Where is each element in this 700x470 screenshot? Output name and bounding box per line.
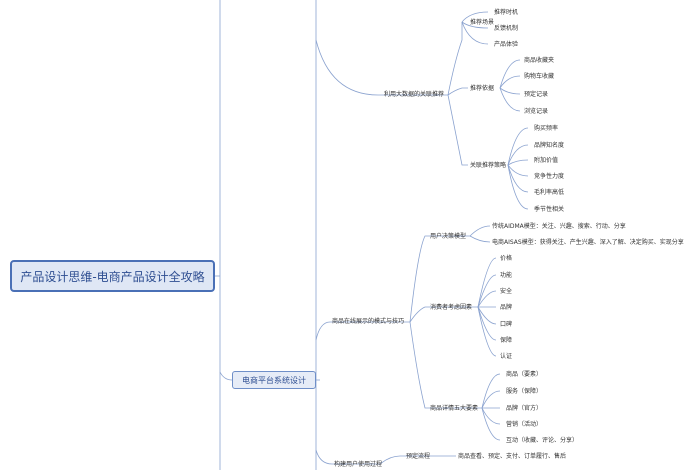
factor-item[interactable]: 品牌 — [500, 304, 513, 311]
rec-scene-title[interactable]: 推荐场景 — [470, 19, 495, 26]
details-title[interactable]: 商品详情五大要素 — [430, 405, 479, 412]
rec-metrics-item[interactable]: 毛利率高低 — [534, 189, 565, 196]
rec-metrics-item[interactable]: 购买频率 — [534, 125, 559, 132]
factor-item[interactable]: 口碑 — [500, 321, 513, 328]
decision-title[interactable]: 用户决策模型 — [430, 233, 467, 240]
flow-sub-title[interactable]: 预定流程 — [406, 453, 431, 460]
level1-node[interactable]: 电商平台系统设计 — [232, 371, 316, 389]
decision-item[interactable]: 电商AISAS模型：获得关注、产生兴趣、深入了解、决定购买、实现分享 — [492, 239, 684, 246]
rec-metrics-item[interactable]: 品牌知名度 — [534, 142, 565, 149]
rec-basis-item[interactable]: 购物车收藏 — [524, 73, 555, 80]
rec-scene-item[interactable]: 反馈机制 — [494, 25, 519, 32]
flow-sub-item[interactable]: 商品查看、预定、支付、订单履行、售后 — [458, 453, 567, 460]
rec-basis-item[interactable]: 浏览记录 — [524, 108, 549, 115]
detail-item[interactable]: 服务（保障） — [506, 388, 543, 395]
root-node[interactable]: 产品设计思维-电商产品设计全攻略 — [10, 260, 215, 292]
detail-item[interactable]: 互动（收藏、评论、分享） — [506, 437, 579, 444]
rec-metrics-title[interactable]: 关联推荐策略 — [470, 162, 507, 169]
factor-item[interactable]: 功能 — [500, 272, 513, 279]
factors-title[interactable]: 消费者考虑因素 — [430, 304, 473, 311]
detail-item[interactable]: 商品（要素） — [506, 371, 543, 378]
flow-branch-title[interactable]: 构建用户使用过程 — [334, 461, 383, 468]
detail-item[interactable]: 营销（活动） — [506, 421, 543, 428]
display-branch-title[interactable]: 商品在线展示的模式与技巧 — [332, 318, 405, 325]
rec-metrics-item[interactable]: 附加价值 — [534, 157, 559, 164]
rec-metrics-item[interactable]: 竞争性力度 — [534, 173, 565, 180]
factor-item[interactable]: 保障 — [500, 337, 513, 344]
rec-scene-item[interactable]: 产品体验 — [494, 41, 519, 48]
rec-branch-title[interactable]: 利用大数据的关联推荐 — [384, 91, 445, 98]
factor-item[interactable]: 安全 — [500, 288, 513, 295]
decision-item[interactable]: 传统AIDMA模型：关注、兴趣、搜索、行动、分享 — [492, 223, 626, 230]
factor-item[interactable]: 价格 — [500, 255, 513, 262]
rec-basis-item[interactable]: 预定记录 — [524, 91, 549, 98]
rec-basis-item[interactable]: 商品收藏夹 — [524, 57, 555, 64]
factor-item[interactable]: 认证 — [500, 353, 513, 360]
rec-scene-item[interactable]: 推荐时机 — [494, 9, 519, 16]
rec-metrics-item[interactable]: 季节性相关 — [534, 206, 565, 213]
rec-basis-title[interactable]: 推荐依据 — [470, 85, 495, 92]
detail-item[interactable]: 品牌（官方） — [506, 405, 543, 412]
